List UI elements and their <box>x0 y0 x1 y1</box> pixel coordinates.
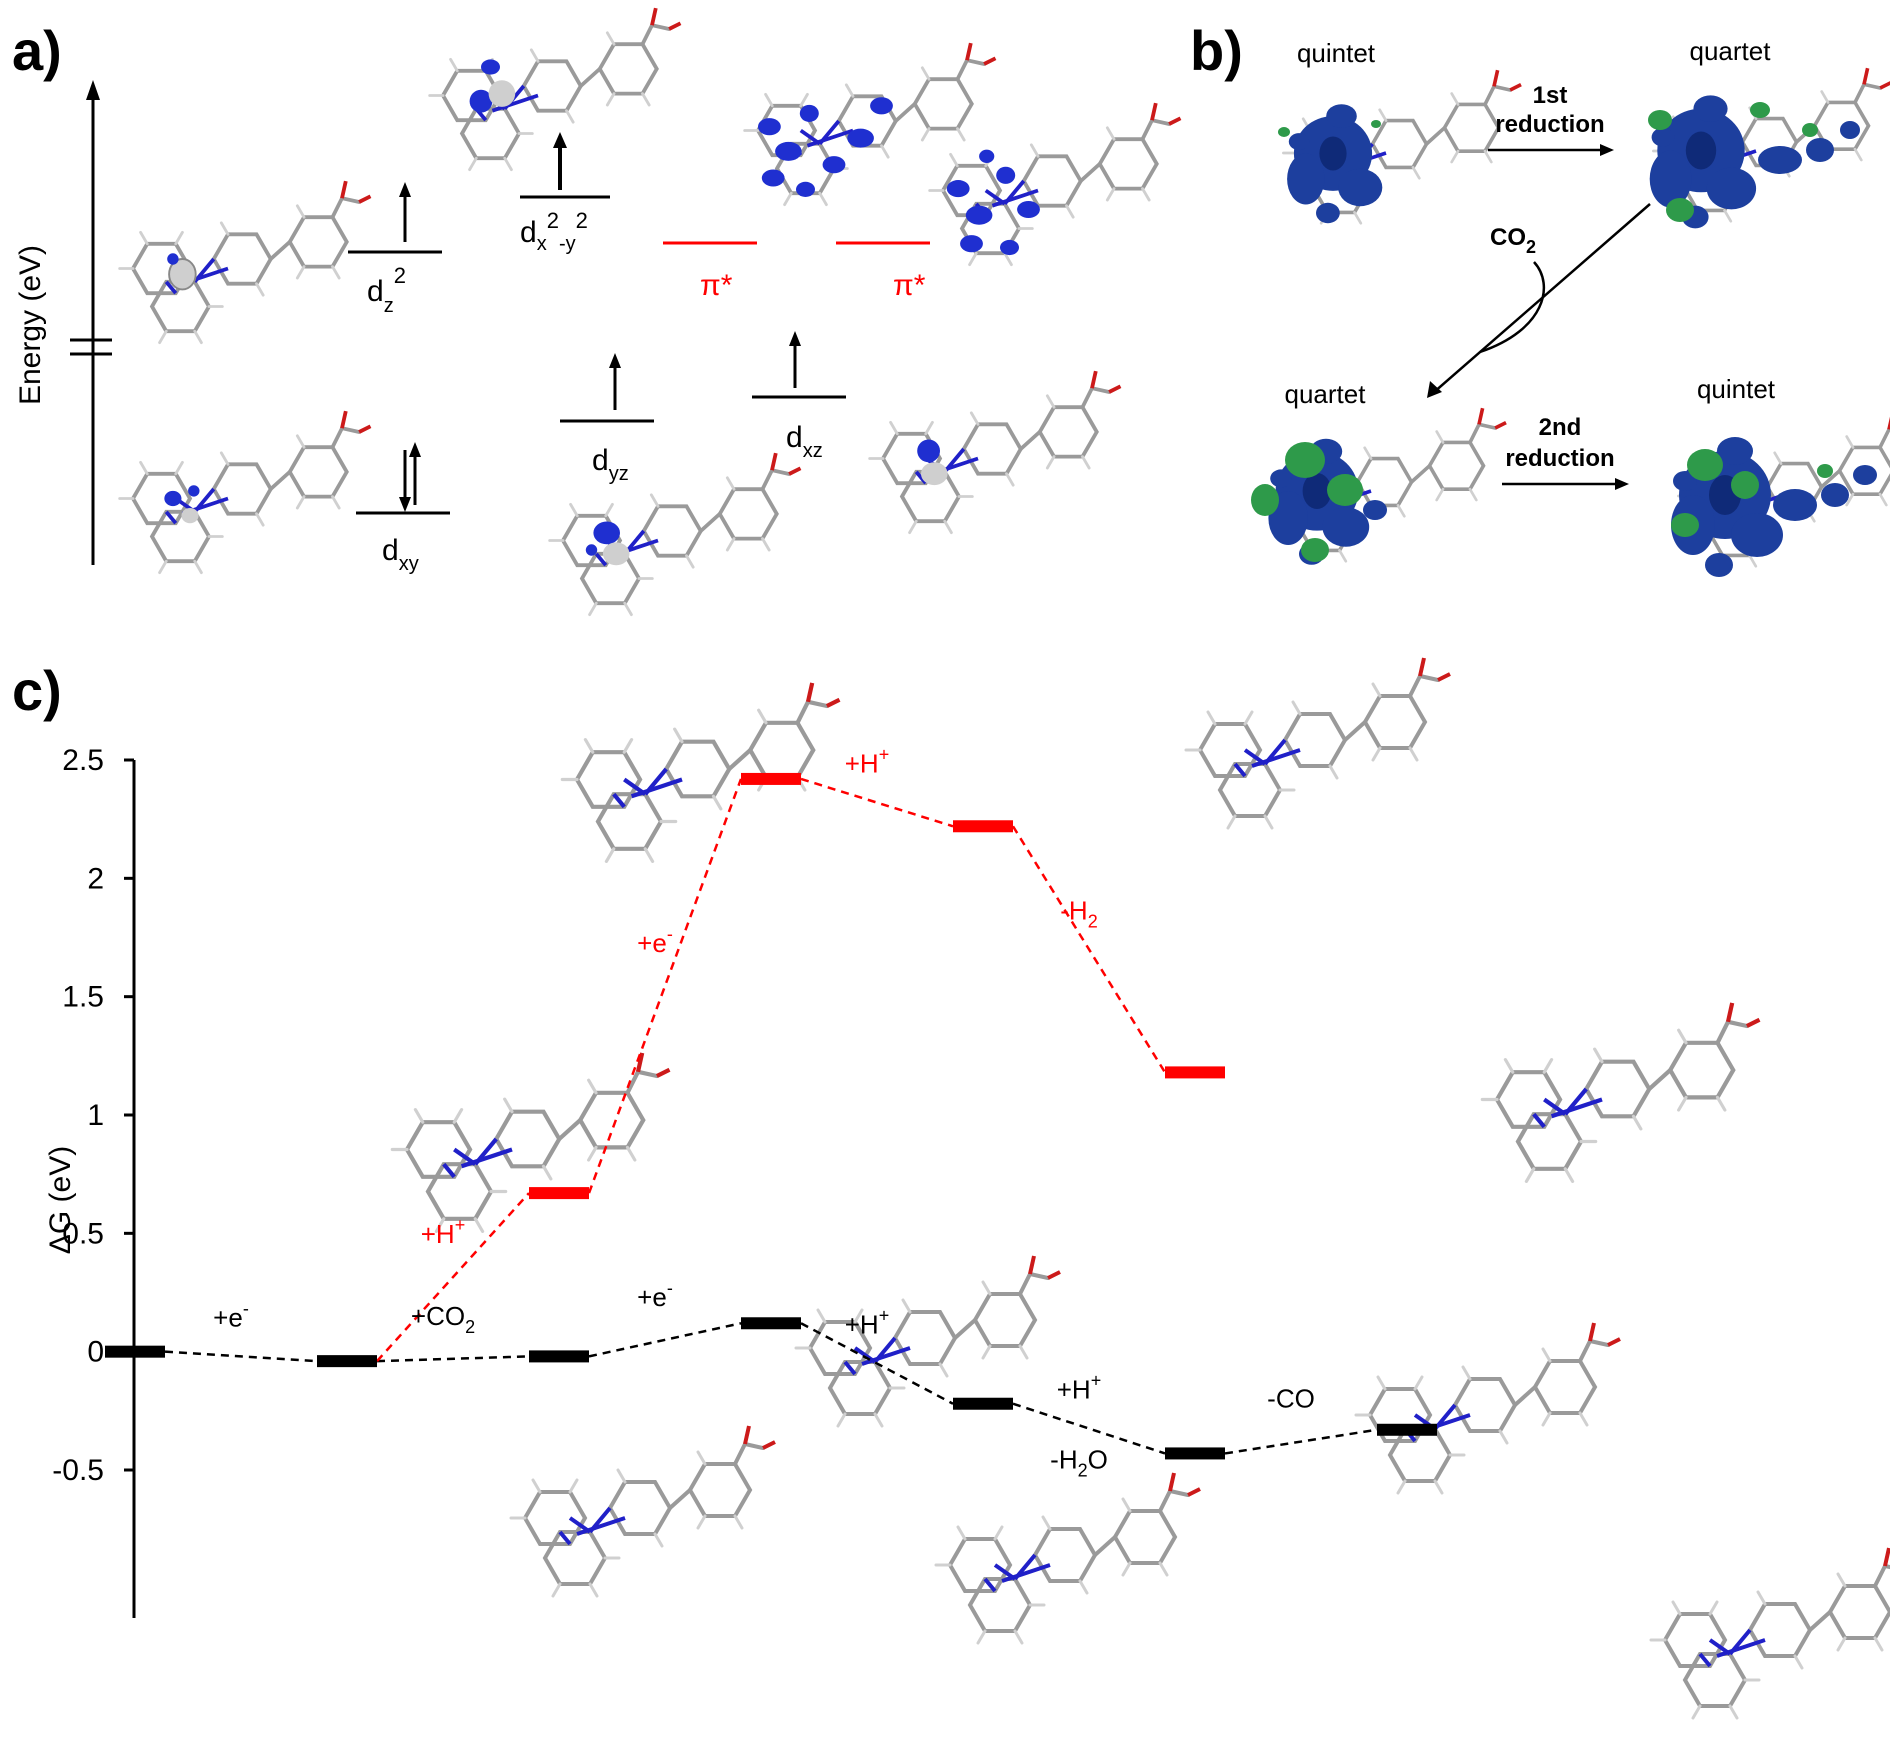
intermediate-structure <box>392 1053 669 1232</box>
energy-axis-label: Energy (eV) <box>14 245 47 405</box>
pi-star-label-1: π* <box>700 269 733 302</box>
energy-axis-arrowhead <box>86 80 100 100</box>
step-connector <box>800 777 954 828</box>
y-tick-label: 1 <box>87 1099 104 1132</box>
dxy-electron-up-arrowhead <box>409 442 421 457</box>
intermediate-structure <box>1184 656 1452 830</box>
dx2y2-electron-arrowhead <box>553 132 567 148</box>
dxz-electron-arrowhead <box>789 331 801 346</box>
energy-level <box>741 772 801 785</box>
spin-density-quartet-2 <box>1251 406 1508 565</box>
dg-axis-label: ΔG (eV) <box>44 1146 77 1254</box>
second-reduction-arrowhead <box>1615 478 1629 490</box>
step-label: +e- <box>213 1298 249 1332</box>
connectors <box>164 777 1378 1455</box>
step-label: +H+ <box>421 1215 465 1249</box>
step-connector <box>800 1322 954 1405</box>
spin-density-quintet-1 <box>1278 68 1523 225</box>
energy-level <box>953 820 1013 833</box>
dxy-label: dxy <box>382 534 419 575</box>
spin-state-label-tl: quintet <box>1297 38 1376 68</box>
co2-binding-arrowhead <box>1427 381 1442 398</box>
intermediate-structure <box>1354 1321 1622 1495</box>
energy-level <box>1165 1447 1225 1460</box>
dz2-electron-arrowhead <box>399 182 411 197</box>
step-label: -H2 <box>1060 895 1097 931</box>
second-reduction-label-line1: 2nd <box>1539 414 1582 441</box>
spin-density-quintet-2 <box>1671 411 1890 577</box>
pi-star-label-2: π* <box>893 269 926 302</box>
energy-level <box>529 1187 589 1200</box>
intermediate-structure <box>509 1424 777 1598</box>
dz2-molecule <box>117 179 373 345</box>
y-tick-label: -0.5 <box>52 1454 104 1487</box>
intermediate-structure <box>934 1471 1202 1645</box>
step-label: +CO2 <box>411 1301 475 1337</box>
y-ticks: 2.5 2 1.5 1 0.5 0 -0.5 <box>52 744 134 1487</box>
dyz-electron-arrowhead <box>609 353 621 368</box>
y-tick-label: 1.5 <box>62 981 104 1014</box>
intermediate-structure <box>794 1254 1062 1428</box>
spin-state-label-br: quintet <box>1697 374 1776 404</box>
intermediate-structure <box>1649 1546 1890 1720</box>
step-labels: +e- +CO2 +e- +H+ +H+ -H2O -CO +H+ +e- +H+ -H2 <box>213 745 1315 1481</box>
panel-label-b: b) <box>1190 19 1243 82</box>
panel-label-a: a) <box>12 19 62 82</box>
co2-curved-arrow <box>1479 261 1546 354</box>
pi-star-molecule-2 <box>927 101 1183 267</box>
intermediate-structure <box>1482 1003 1759 1182</box>
step-label: +H+ <box>845 1306 889 1340</box>
pi-star-molecule-1 <box>742 41 998 207</box>
co2-label: CO2 <box>1490 224 1536 257</box>
y-tick-label: 0.5 <box>62 1217 104 1250</box>
energy-level <box>953 1397 1013 1410</box>
step-label-line2: -H2O <box>1050 1445 1108 1481</box>
step-connector <box>164 1350 318 1363</box>
spin-density-quartet-1 <box>1648 66 1890 229</box>
second-reduction-label-line2: reduction <box>1505 445 1614 472</box>
step-label: +e- <box>637 1278 673 1312</box>
step-connector <box>588 1322 742 1358</box>
step-connector <box>1224 1428 1378 1455</box>
step-connector <box>376 1192 530 1362</box>
energy-levels <box>105 772 1437 1460</box>
step-label: -CO <box>1267 1384 1315 1414</box>
step-connector <box>1012 1402 1166 1455</box>
energy-level <box>529 1350 589 1363</box>
y-tick-label: 2 <box>87 862 104 895</box>
dyz-label: dyz <box>592 444 629 485</box>
dz2-label: dz2 <box>367 263 406 317</box>
y-tick-label: 2.5 <box>62 744 104 777</box>
dx2y2-label: dx2-y2 <box>520 208 588 255</box>
first-reduction-label-line2: reduction <box>1495 111 1604 138</box>
step-label: +H+ <box>1057 1371 1101 1405</box>
step-connector <box>1011 825 1167 1074</box>
step-label: +H+ <box>845 745 889 779</box>
first-reduction-arrowhead <box>1600 144 1614 156</box>
step-label: +e- <box>637 924 673 958</box>
dxz-molecule <box>867 369 1123 535</box>
intermediate-structure <box>562 683 839 862</box>
energy-level <box>105 1345 165 1358</box>
spin-state-label-tr: quartet <box>1690 36 1772 66</box>
dxy-molecule <box>117 409 373 575</box>
dxz-label: dxz <box>786 421 823 462</box>
spin-state-label-bl: quartet <box>1285 379 1367 409</box>
energy-level <box>1165 1066 1225 1079</box>
energy-level <box>741 1317 801 1330</box>
step-connector <box>587 778 743 1194</box>
first-reduction-label-line1: 1st <box>1533 82 1568 109</box>
dxy-electron-down-arrowhead <box>399 497 411 512</box>
panel-label-c: c) <box>12 659 62 722</box>
dyz-molecule <box>547 451 803 617</box>
y-tick-label: 0 <box>87 1336 104 1369</box>
energy-level <box>1377 1423 1437 1436</box>
step-connector <box>376 1355 530 1363</box>
energy-level <box>317 1355 377 1368</box>
dx2y2-molecule <box>427 6 683 172</box>
